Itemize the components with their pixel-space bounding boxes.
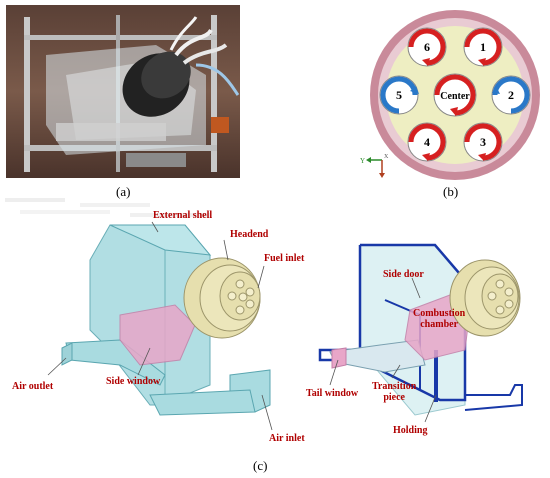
nozzle-label-center: Center xyxy=(440,91,470,102)
nozzle-label-2: 2 xyxy=(508,88,514,102)
label-tail-window: Tail window xyxy=(306,388,359,399)
tail-window-shape xyxy=(331,347,347,369)
axis-x-label: X xyxy=(384,154,389,160)
label-transition-piece: Transition piece xyxy=(372,381,417,403)
label-side-door: Side door xyxy=(383,269,424,280)
label-air-inlet: Air inlet xyxy=(269,433,305,444)
nozzle-3 xyxy=(463,122,503,162)
nozzle-2 xyxy=(491,75,531,115)
combustor-external-svg xyxy=(47,221,273,431)
nozzle-label-4: 4 xyxy=(424,135,430,149)
photo-panel-a xyxy=(6,5,240,178)
nozzle-label-3: 3 xyxy=(480,135,486,149)
label-combustion-chamber: Combustion chamber xyxy=(413,308,466,330)
nozzle-5 xyxy=(379,75,419,115)
combustor-cutaway-view xyxy=(300,200,550,450)
panel-a-label: (a) xyxy=(116,184,131,199)
nozzle-1 xyxy=(463,27,503,67)
nozzle-label-1: 1 xyxy=(480,40,486,54)
nozzle-label-5: 5 xyxy=(396,88,402,102)
nozzle-layout-svg: 6 1 5 Center 2 4 3 Y X xyxy=(360,10,540,180)
side-window-shape xyxy=(119,304,196,366)
panel-b-label: (b) xyxy=(443,184,459,199)
label-fuel-inlet: Fuel inlet xyxy=(264,253,305,264)
blurred-region xyxy=(0,195,230,225)
nozzle-6 xyxy=(407,27,447,67)
label-side-window: Side window xyxy=(106,376,161,387)
nozzle-diagram-panel-b: 6 1 5 Center 2 4 3 Y X xyxy=(340,0,550,190)
axis-y-label: Y xyxy=(360,157,365,165)
nozzle-4 xyxy=(407,122,447,162)
nozzle-label-6: 6 xyxy=(424,40,430,54)
photo-test-rig xyxy=(6,5,240,178)
label-headend: Headend xyxy=(230,229,269,240)
label-holding: Holding xyxy=(393,425,428,436)
panel-c-label: (c) xyxy=(253,458,268,473)
label-air-outlet: Air outlet xyxy=(12,381,54,392)
holding-post xyxy=(434,350,438,402)
combustor-cutaway-svg xyxy=(318,243,523,423)
combustor-external-view xyxy=(0,200,290,450)
label-external-shell: External shell xyxy=(153,210,213,221)
nozzle-center xyxy=(433,73,477,117)
axis-triad: Y X xyxy=(360,154,389,178)
